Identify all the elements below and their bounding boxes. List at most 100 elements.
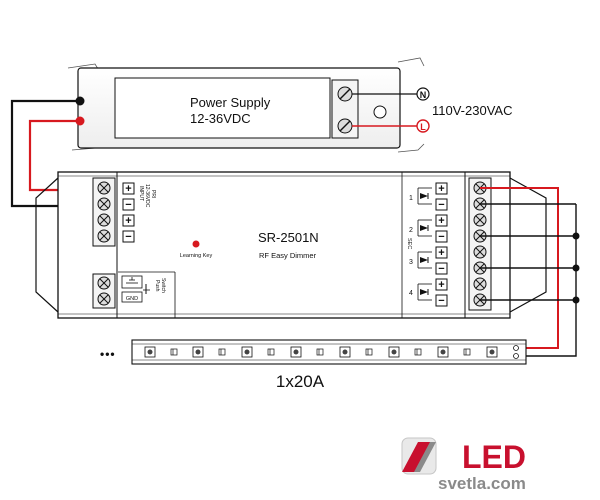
- diode-icon: [420, 289, 429, 295]
- resistor: [463, 348, 471, 356]
- screw-icon: [97, 292, 111, 306]
- primary-label: PRI: [150, 190, 156, 198]
- screw-icon: [337, 86, 353, 102]
- neutral-terminal-label: N: [420, 90, 427, 100]
- logo-site: svetla.com: [438, 474, 526, 493]
- svg-text:−: −: [438, 263, 444, 275]
- learning-key-label: Learning Key: [180, 253, 213, 259]
- output-negative-wire: [525, 204, 577, 357]
- ac-input-label: 110V-230VAC: [432, 103, 512, 118]
- output-wiring: [480, 187, 580, 357]
- power-supply-voltage: 12-36VDC: [190, 111, 251, 126]
- gnd-label: GND: [126, 296, 138, 302]
- aux-plus-sign: +: [125, 215, 131, 227]
- learning-key-button[interactable]: [192, 240, 200, 248]
- led-chip-core: [342, 349, 348, 355]
- svg-text:+: +: [438, 215, 444, 227]
- logo-brand: LED: [462, 439, 526, 475]
- screw-icon: [97, 197, 111, 211]
- gnd-box: [121, 291, 143, 303]
- screw-icon: [97, 229, 111, 243]
- channel-3-label: 3: [409, 259, 413, 266]
- diode-icon: [420, 193, 429, 199]
- resistor: [267, 348, 275, 356]
- svg-text:+: +: [438, 183, 444, 195]
- wire-junction: [572, 296, 580, 304]
- diode-icon: [420, 257, 429, 263]
- resistor: [170, 348, 178, 356]
- svg-text:−: −: [438, 295, 444, 307]
- strip-pad-positive: [513, 345, 519, 351]
- push-switch-icon: [126, 277, 150, 294]
- aux-minus-sign: −: [125, 231, 131, 243]
- controller-right-mount: [509, 177, 547, 313]
- input-minus-box: [122, 198, 135, 211]
- output-terminal-block: [468, 177, 492, 311]
- screw-icon: [473, 245, 487, 259]
- resistor: [218, 348, 226, 356]
- resistor: [365, 348, 373, 356]
- input-plus-box: [122, 182, 135, 195]
- diode-icon: [420, 225, 429, 231]
- svg-text:+: +: [438, 247, 444, 259]
- negative-supply-wire: [10, 99, 100, 208]
- svg-text:−: −: [438, 199, 444, 211]
- controller-subtitle: RF Easy Dimmer: [259, 251, 317, 260]
- channel-4-label: 4: [409, 290, 413, 297]
- screw-icon: [473, 277, 487, 291]
- power-supply: Power Supply 12-36VDC: [67, 57, 425, 153]
- input-label: INPUT: [138, 186, 144, 201]
- resistor: [414, 348, 422, 356]
- aux-plus-box: [122, 214, 135, 227]
- channel-1-label: 1: [409, 195, 413, 202]
- led-chip-core: [440, 349, 446, 355]
- led-chip-core: [391, 349, 397, 355]
- aux-minus-box: [122, 230, 135, 243]
- controller-left-mount: [35, 177, 59, 313]
- channel-4-polarity: + −: [417, 278, 448, 307]
- secondary-label: SEC: [406, 238, 412, 249]
- input-terminal-block: [92, 177, 116, 247]
- ac-input: N L 110V-230VAC: [352, 87, 512, 133]
- screw-icon: [97, 213, 111, 227]
- channel-2-polarity: + −: [417, 214, 448, 243]
- screw-icon: [97, 276, 111, 290]
- input-plus-sign: +: [125, 183, 131, 195]
- led-chip-core: [293, 349, 299, 355]
- screw-icon: [337, 118, 353, 134]
- push-switch-symbol-box: [121, 275, 143, 289]
- screw-icon: [97, 181, 111, 195]
- channel-1-polarity: + −: [417, 182, 448, 211]
- live-terminal-icon: [416, 119, 430, 133]
- strip-pad-negative: [513, 353, 519, 359]
- led-strip: ••• 1x20A: [100, 339, 527, 391]
- switch-label: Switch: [160, 278, 166, 293]
- controller: + − + − INPUT 12-36VDC PRI GND Push: [35, 171, 547, 319]
- led-chip-core: [489, 349, 495, 355]
- resistor: [316, 348, 324, 356]
- led-chip-core: [195, 349, 201, 355]
- live-terminal-label: L: [420, 122, 426, 132]
- logo: LED svetla.com: [401, 437, 526, 493]
- push-label: Push: [154, 280, 160, 292]
- wire-junction: [572, 232, 580, 240]
- led-chip-core: [244, 349, 250, 355]
- neutral-terminal-icon: [416, 87, 430, 101]
- controller-model: SR-2501N: [258, 230, 319, 245]
- channel-2-label: 2: [409, 227, 413, 234]
- led-bulb-icon: [401, 437, 437, 475]
- input-voltage-label: 12-36VDC: [144, 184, 150, 208]
- led-strip-current: 1x20A: [276, 372, 325, 391]
- channel-3-polarity: + −: [417, 246, 448, 275]
- led-chip-core: [147, 349, 153, 355]
- svg-text:+: +: [438, 279, 444, 291]
- led-strip-continuation: •••: [100, 347, 116, 361]
- wire-junction: [572, 264, 580, 272]
- input-minus-sign: −: [125, 199, 131, 211]
- svg-text:−: −: [438, 231, 444, 243]
- power-supply-title: Power Supply: [190, 95, 271, 110]
- power-supply-label-panel: [114, 77, 331, 139]
- ac-junction: [373, 105, 387, 119]
- screw-icon: [473, 213, 487, 227]
